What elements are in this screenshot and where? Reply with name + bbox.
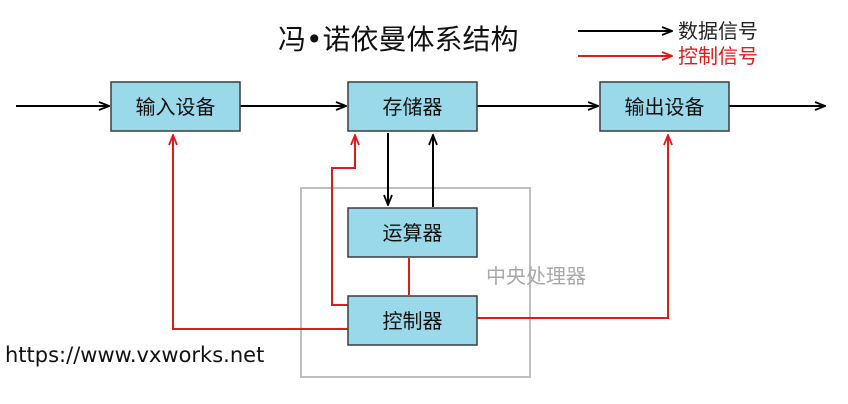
legend: 数据信号 控制信号 — [578, 19, 758, 68]
control-arrow-to-memory — [331, 135, 355, 306]
controller-node: 控制器 — [347, 295, 478, 346]
diagram-title: 冯•诺依曼体系结构 — [278, 23, 519, 56]
output-device-node: 输出设备 — [599, 81, 730, 132]
control-arrow-to-output — [477, 135, 668, 319]
legend-data-label: 数据信号 — [678, 19, 758, 43]
alu-node: 运算器 — [347, 207, 478, 258]
input-device-node: 输入设备 — [110, 81, 241, 132]
input-device-label: 输入设备 — [136, 95, 216, 119]
controller-label: 控制器 — [383, 309, 443, 333]
control-flows — [173, 135, 668, 330]
watermark-url: https://www.vxworks.net — [5, 343, 264, 367]
control-arrow-to-input — [173, 135, 348, 330]
output-device-label: 输出设备 — [625, 95, 705, 119]
cpu-frame — [300, 187, 531, 378]
data-flows — [16, 106, 825, 207]
cpu-label: 中央处理器 — [486, 264, 586, 288]
memory-node: 存储器 — [347, 81, 478, 132]
alu-label: 运算器 — [383, 221, 443, 245]
memory-label: 存储器 — [383, 95, 443, 119]
legend-control-label: 控制信号 — [678, 44, 758, 68]
